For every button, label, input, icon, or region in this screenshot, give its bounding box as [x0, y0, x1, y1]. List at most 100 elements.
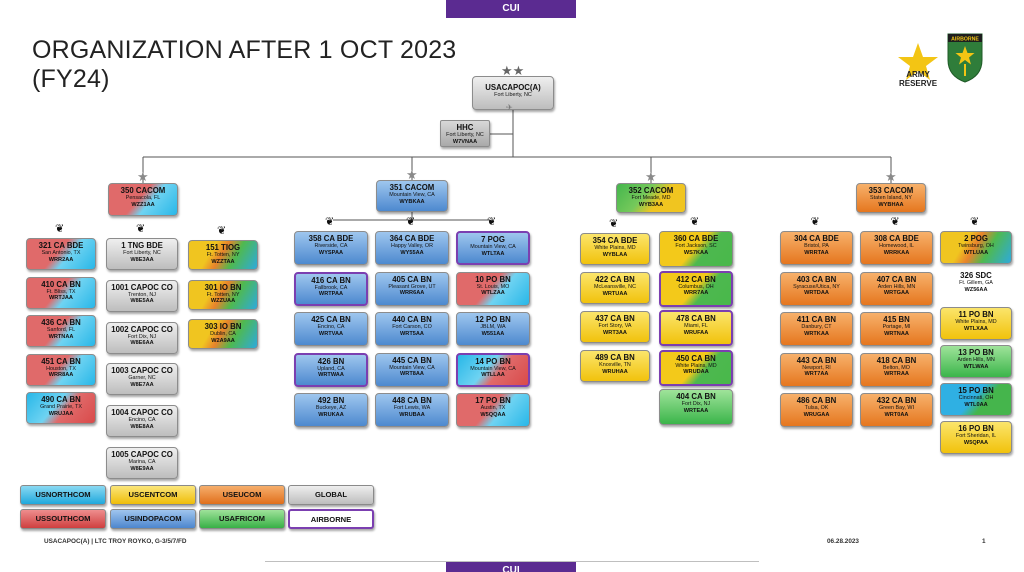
unit-location: JBLM, WA: [480, 324, 506, 330]
cacom-352-box[interactable]: 352 CACOM Fort Meade, MD WYB3AA: [616, 183, 686, 213]
unit-code: WTLWAA: [963, 363, 989, 370]
unit-code: W8E9AA: [130, 465, 154, 472]
unit-code: WRR7AA: [683, 290, 709, 296]
unit-location: Encino, CA: [317, 324, 345, 330]
unit-name: 405 CA BN: [392, 274, 432, 284]
unit-location: Green Bay, WI: [879, 405, 914, 411]
unit-name: 440 CA BN: [392, 315, 432, 324]
colonel-eagle-icon: ❦: [55, 223, 65, 235]
unit-location: McLeansville, NC: [594, 284, 636, 290]
unit-location: White Plains, MD: [955, 319, 997, 325]
unit-code: WRR2AA: [48, 256, 74, 263]
unit-name: 425 CA BN: [311, 315, 351, 324]
unit-location: Syracuse/Utica, NY: [793, 283, 840, 290]
unit-location: Belton, MO: [883, 364, 910, 371]
unit-name: 358 CA BDE: [308, 234, 354, 243]
unit-code: W8E6AA: [130, 340, 154, 347]
unit-location: Fort Liberty, NC: [123, 250, 161, 256]
army-reserve-logo: ARMY RESERVE: [892, 70, 944, 88]
cacom-350-box[interactable]: 350 CACOM Pensacola, FL WZZ1AA: [108, 183, 178, 216]
unit-name: 7 POG: [481, 235, 505, 244]
unit-code: WRT7AA: [804, 371, 829, 377]
unit-name: 13 PO BN: [958, 348, 994, 357]
legend-useucom: USEUCOM: [199, 485, 285, 505]
cacom-351-box[interactable]: 351 CACOM Mountain View, CA WYBKAA: [376, 180, 448, 212]
unit-name: 415 BN: [883, 315, 910, 324]
unit-location: Fort Jackson, SC: [675, 243, 717, 249]
hq-name: USACAPOC(A): [485, 83, 541, 92]
unit-code: W551AA: [481, 330, 505, 337]
unit-location: Dublin, CA: [210, 331, 236, 337]
unit-name: 304 CA BDE: [794, 234, 839, 243]
unit-code: WYBLAA: [602, 251, 628, 258]
unit-name: 437 CA BN: [595, 314, 635, 323]
unit-code: WTLUAA: [963, 249, 989, 256]
unit-code: WRTEAA: [683, 407, 709, 414]
unit-name: 308 CA BDE: [874, 234, 919, 243]
cacom-351-star-icon: ★: [406, 167, 418, 182]
unit-location: Fort Lewis, WA: [393, 405, 431, 411]
unit-name: 360 CA BDE: [673, 234, 719, 243]
unit-code: WRUKAA: [318, 411, 344, 418]
hq-usacapoc-box[interactable]: USACAPOC(A) Fort Liberty, NC: [472, 76, 554, 110]
cacom-353-box[interactable]: 353 CACOM Staten Island, NY WYBHAA: [856, 183, 926, 213]
hhc-box[interactable]: HHC Fort Liberty, NC W7VNAA: [440, 120, 490, 147]
unit-name: 1 TNG BDE: [121, 241, 163, 250]
cacom-353-code: WYBHAA: [878, 201, 904, 208]
